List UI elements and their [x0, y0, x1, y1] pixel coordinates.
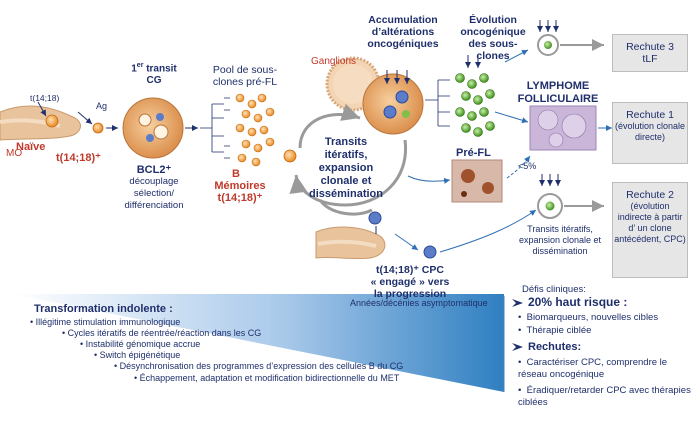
- rechutes-label: Rechutes:: [528, 341, 582, 353]
- rechutes-item: • Caractériser CPC, comprendre le réseau…: [518, 357, 668, 380]
- cycle-bottom: [439, 174, 604, 253]
- high-risk-label: 20% haut risque :: [528, 295, 628, 309]
- mo-label: MO: [6, 148, 23, 159]
- prefl-label: Pré-FL: [456, 147, 491, 159]
- lymphome-label: LYMPHOME FOLLICULAIRE: [517, 80, 599, 105]
- high-risk-item: • Thérapie ciblée: [518, 325, 592, 336]
- gc-node-accumulation: [362, 73, 424, 135]
- relapse-title: Rechute 2: [626, 189, 674, 201]
- bone-marrow-shape: [0, 105, 81, 141]
- memoires-translocation: t(14;18)⁺: [217, 192, 263, 204]
- translocation-label: t(14;18): [30, 93, 60, 103]
- antigen-label: Ag: [96, 101, 108, 111]
- evolution-label: Évolution oncogénique des sous-clones: [460, 14, 526, 62]
- percent-label: <5%: [518, 161, 537, 171]
- bcl2-label: BCL2⁺: [136, 164, 172, 176]
- indolent-item: • Désynchronisation des programmes d’exp…: [114, 361, 404, 371]
- cycle-top: [504, 20, 604, 63]
- evolution-cells: [455, 73, 495, 137]
- years-label: Années/décénies asymptomatique: [350, 298, 488, 308]
- relapse-desc: (évolution indirecte à partir d’ un clon…: [614, 201, 686, 244]
- pool-label: Pool de sous-clones pré-FL: [212, 64, 278, 88]
- vessel-lower: [315, 226, 386, 260]
- relapse-desc: tLF: [642, 53, 658, 65]
- naive-translocation: t(14;18)⁺: [56, 152, 101, 164]
- relapse-title: Rechute 3: [626, 41, 674, 53]
- ganglions-label: Ganglions: [311, 56, 357, 67]
- rechutes-item: • Éradiquer/retarder CPC avec thérapies …: [518, 385, 691, 408]
- relapse-box-3: Rechute 3 tLF: [612, 34, 688, 72]
- indolent-title: Transformation indolente :: [34, 303, 173, 315]
- indolent-item: • Instabilité génomique accrue: [80, 339, 201, 349]
- indolent-item: • Cycles itératifs de réentrée/réaction …: [62, 328, 262, 338]
- relapse-box-2: Rechute 2 (évolution indirecte à partir …: [612, 182, 688, 278]
- indolent-gradient: [12, 294, 504, 392]
- relapse-title: Rechute 1: [626, 109, 674, 121]
- clone-tree: [200, 97, 230, 159]
- defis-title: Défis cliniques:: [522, 284, 586, 295]
- bcl2-description: découplage sélection/ différenciation: [124, 176, 184, 211]
- lymphoma-histology: [529, 105, 597, 151]
- high-risk-item: • Biomarqueurs, nouvelles cibles: [518, 312, 659, 323]
- naive-label: Naïve: [16, 141, 46, 153]
- b-label: B: [232, 168, 240, 180]
- indolent-item: • Échappement, adaptation et modificatio…: [134, 373, 400, 383]
- transits-label: Transits itératifs, expansion clonale et…: [309, 136, 383, 200]
- indolent-item: • Illégitime stimulation immunologique: [30, 317, 181, 327]
- gc-node-1: [122, 97, 184, 159]
- memoires-label: Mémoires: [214, 180, 266, 192]
- pool-cells: [235, 93, 275, 167]
- transits-small-label: Transits itératifs, expansion clonale et…: [518, 224, 602, 256]
- relapse-box-1: Rechute 1 (évolution clonale directe): [612, 102, 688, 164]
- accumulation-label: Accumulation d’altérations oncogéniques: [367, 14, 439, 50]
- prefl-histology: [451, 159, 503, 203]
- first-transit-label: 1er transit CG: [131, 62, 177, 87]
- cpc-label: t(14;18)⁺ CPC « engagé » vers la progres…: [370, 264, 450, 300]
- relapse-desc: (évolution clonale directe): [614, 121, 686, 142]
- indolent-item: • Switch épigénétique: [94, 350, 181, 360]
